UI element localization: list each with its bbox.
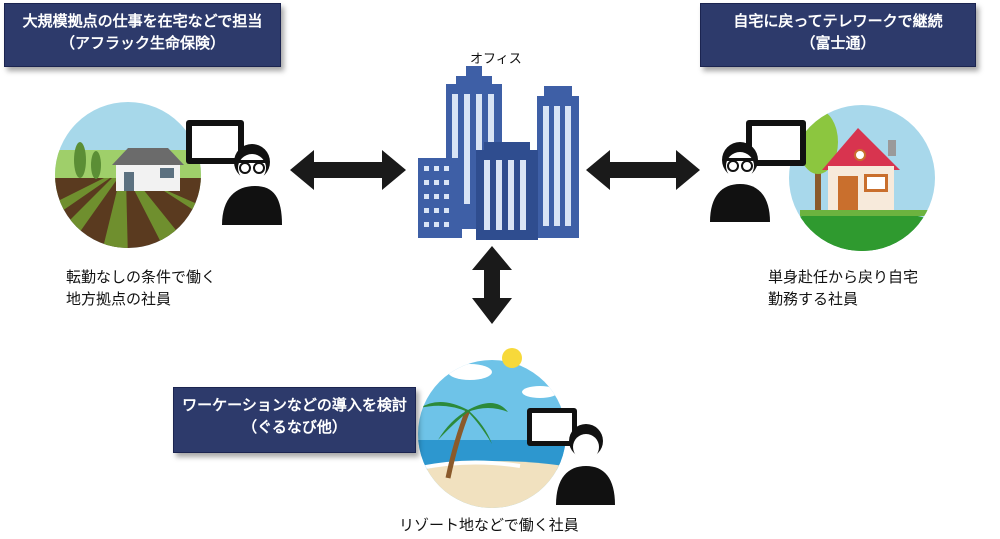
callout-left: 大規模拠点の仕事を在宅などで担当 （アフラック生命保険）	[4, 3, 281, 67]
caption-bottom-line1: リゾート地などで働く社員	[399, 516, 579, 534]
office-building-icon	[418, 66, 579, 240]
worker-laptop-icon	[710, 120, 806, 222]
callout-right-company: （富士通）	[800, 34, 876, 52]
callout-right: 自宅に戻ってテレワークで継続 （富士通）	[700, 3, 976, 67]
worker-laptop-icon	[527, 408, 615, 505]
callout-bottom-company: （ぐるなび他）	[242, 418, 347, 436]
caption-left-line1: 転勤なしの条件で働く	[66, 268, 217, 286]
callout-bottom-title: ワーケーションなどの導入を検討	[182, 396, 407, 414]
worker-laptop-icon	[186, 120, 282, 225]
caption-right-line1: 単身赴任から戻り自宅	[768, 268, 919, 286]
caption-left: 転勤なしの条件で働く 地方拠点の社員	[66, 266, 216, 310]
caption-right-line2: 勤務する社員	[768, 290, 859, 308]
callout-left-title: 大規模拠点の仕事を在宅などで担当	[22, 12, 263, 30]
beach-scene-icon	[418, 348, 566, 508]
office-label: オフィス	[470, 52, 522, 67]
caption-left-line2: 地方拠点の社員	[66, 290, 172, 308]
callout-left-company: （アフラック生命保険）	[59, 34, 225, 52]
double-arrow-icon	[290, 150, 700, 324]
caption-right: 単身赴任から戻り自宅 勤務する社員	[768, 266, 918, 310]
caption-bottom: リゾート地などで働く社員	[399, 514, 579, 536]
callout-bottom: ワーケーションなどの導入を検討 （ぐるなび他）	[173, 387, 416, 453]
callout-right-title: 自宅に戻ってテレワークで継続	[733, 12, 943, 30]
